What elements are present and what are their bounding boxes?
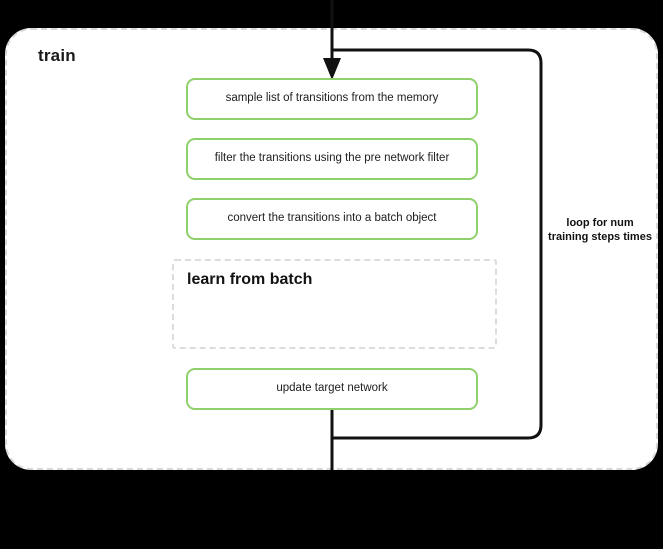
step-sample-transitions[interactable]: sample list of transitions from the memo…	[186, 78, 478, 120]
learn-from-batch-label: learn from batch	[187, 271, 313, 288]
step-label: sample list of transitions from the memo…	[225, 92, 439, 105]
page-title: train	[38, 46, 76, 65]
loop-annotation-label: loop for num training steps times	[548, 217, 652, 244]
step-filter-transitions[interactable]: filter the transitions using the pre net…	[186, 138, 478, 180]
step-label: convert the transitions into a batch obj…	[227, 212, 437, 225]
step-update-target-network[interactable]: update target network	[186, 368, 478, 410]
step-label: filter the transitions using the pre net…	[214, 152, 450, 165]
step-convert-to-batch[interactable]: convert the transitions into a batch obj…	[186, 198, 478, 240]
learn-from-batch-group[interactable]: learn from batch	[172, 259, 497, 349]
step-label: update target network	[276, 382, 388, 395]
